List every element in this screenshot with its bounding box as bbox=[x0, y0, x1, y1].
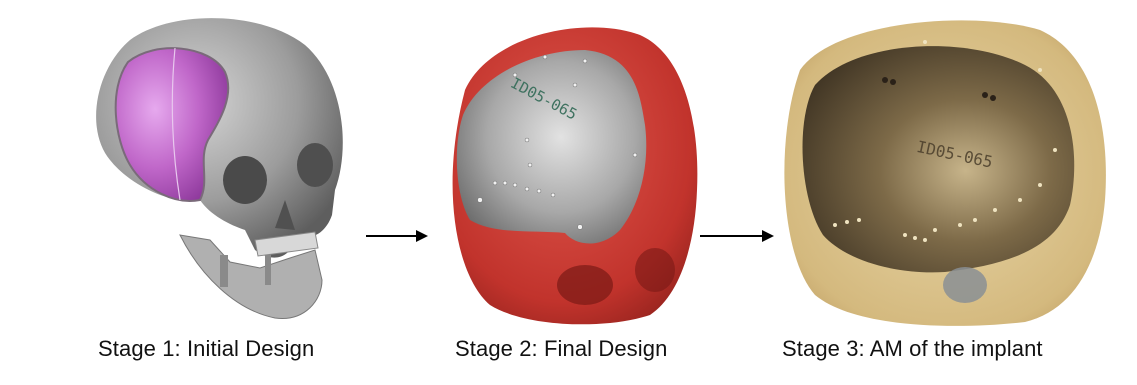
right-arrow-icon bbox=[366, 228, 430, 244]
stage-3-figure: ID05-065 bbox=[775, 10, 1115, 330]
stage-2-figure: ID05-065 bbox=[435, 15, 705, 330]
final-design-image: ID05-065 bbox=[435, 15, 705, 330]
stage-2-caption: Stage 2: Final Design bbox=[455, 336, 667, 362]
right-arrow-icon bbox=[700, 228, 776, 244]
stage-1-figure bbox=[60, 0, 360, 330]
printed-implant-image: ID05-065 bbox=[775, 10, 1115, 330]
stage-3-caption: Stage 3: AM of the implant bbox=[782, 336, 1043, 362]
skull-design-image bbox=[60, 0, 360, 330]
stage-1-caption: Stage 1: Initial Design bbox=[98, 336, 314, 362]
